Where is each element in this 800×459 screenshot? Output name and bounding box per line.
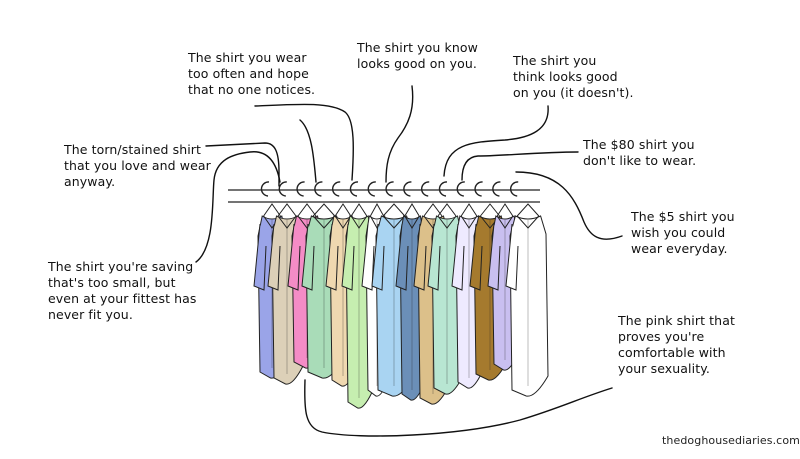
leader-too-small — [195, 151, 281, 263]
caption-five-dollar: The $5 shirt you wish you could wear eve… — [631, 209, 735, 256]
leader-torn-stained — [205, 142, 280, 187]
hanger-hook — [421, 181, 430, 197]
leader-pink — [304, 379, 613, 437]
caption-eighty-dollar: The $80 shirt you don't like to wear. — [583, 137, 697, 168]
leader-think-good — [443, 105, 549, 177]
hanger-hook — [260, 181, 270, 197]
hanger-hook — [403, 181, 412, 197]
leader-wear-too-often — [254, 103, 354, 181]
caption-think-looks-good: The shirt you think looks good on you (i… — [513, 53, 634, 100]
hanger-hook — [474, 181, 483, 197]
hanger-hook — [456, 181, 465, 197]
caption-torn-stained: The torn/stained shirt that you love and… — [64, 142, 211, 189]
shirts-group — [253, 202, 549, 409]
hanger-hook — [438, 181, 448, 197]
clothes-rod — [228, 189, 540, 203]
hanger-hook — [332, 181, 341, 197]
hanger-hook — [296, 181, 305, 197]
shirt — [505, 203, 549, 397]
leader-five — [515, 171, 623, 240]
hangers-group — [260, 181, 519, 197]
leader-know-good — [385, 85, 414, 183]
leader-lines — [195, 85, 623, 437]
hanger-hook — [314, 181, 323, 197]
hanger-hook — [510, 181, 519, 197]
hanger-hook — [367, 181, 376, 197]
hanger-hook — [492, 181, 501, 197]
hanger-hook — [349, 181, 359, 197]
caption-too-small: The shirt you're saving that's too small… — [48, 259, 197, 322]
hanger-hook — [278, 181, 287, 197]
caption-know-looks-good: The shirt you know looks good on you. — [357, 40, 478, 71]
hanger-hook — [385, 181, 394, 197]
site-credit: thedoghousediaries.com — [662, 434, 800, 447]
caption-wear-too-often: The shirt you wear too often and hope th… — [188, 50, 316, 97]
leader-wear-too-often-2 — [299, 119, 317, 183]
leader-eighty — [461, 151, 579, 181]
caption-pink-shirt: The pink shirt that proves you're comfor… — [618, 313, 735, 376]
